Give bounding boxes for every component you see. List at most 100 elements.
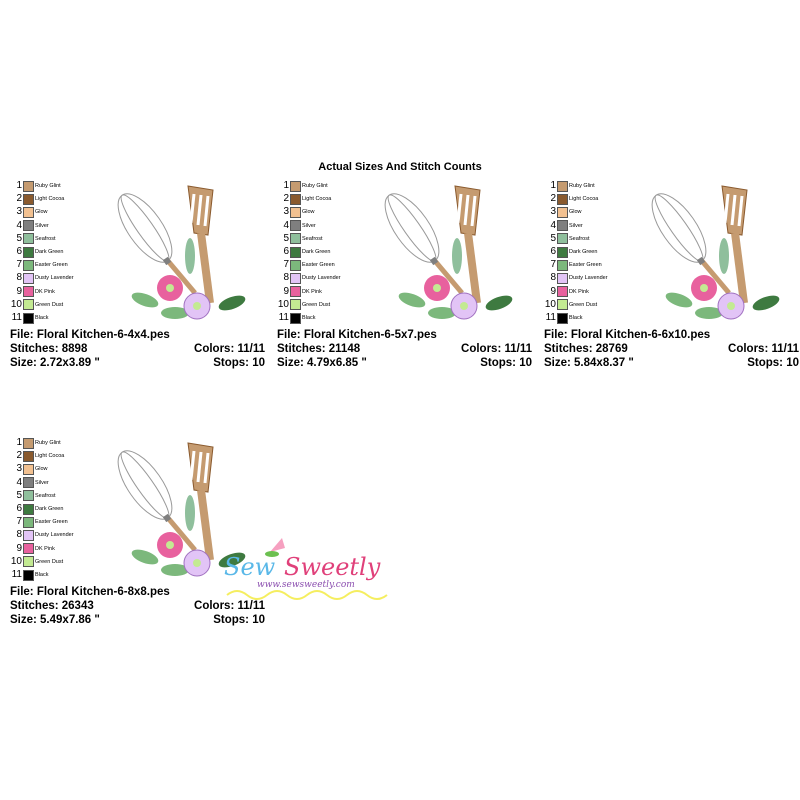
color-name: Black	[302, 315, 316, 321]
color-swatch	[290, 286, 301, 298]
color-swatch	[23, 299, 34, 311]
color-number: 6	[16, 503, 22, 514]
flowers-icon	[665, 238, 780, 320]
color-number: 11	[278, 312, 289, 323]
color-name: Dark Green	[35, 249, 64, 255]
color-swatch	[23, 569, 34, 581]
design-size: Size: 4.79x6.85 "	[277, 357, 367, 369]
color-legend-item: 2 Light Cocoa	[10, 450, 64, 462]
color-swatch	[23, 450, 34, 462]
color-count: Colors: 11/11	[194, 600, 265, 612]
color-name: Ruby Glint	[35, 183, 61, 189]
color-number: 8	[550, 272, 556, 284]
color-swatch	[557, 246, 568, 258]
flowers-icon	[131, 238, 246, 320]
color-number: 11	[11, 312, 22, 323]
design-preview	[384, 185, 513, 320]
design-size: Size: 5.49x7.86 "	[10, 614, 100, 626]
color-swatch	[23, 543, 34, 555]
color-swatch	[557, 206, 568, 218]
file-name: File: Floral Kitchen-6-4x4.pes	[10, 329, 170, 341]
color-swatch	[23, 259, 34, 271]
color-number: 2	[16, 450, 22, 462]
color-name: Green Dust	[569, 301, 598, 308]
color-swatch	[23, 516, 34, 528]
color-number: 3	[16, 206, 22, 218]
color-swatch	[23, 180, 34, 192]
color-name: Light Cocoa	[35, 453, 65, 460]
design-preview	[117, 442, 246, 577]
color-swatch	[23, 220, 34, 232]
sew-sweetly-logo: Sew Sweetly www.sewsweetly.com	[224, 538, 388, 600]
color-name: Dusty Lavender	[35, 275, 74, 282]
design-preview	[651, 185, 780, 320]
color-legend-item: 4 Silver	[10, 220, 49, 232]
color-name: DK Pink	[35, 545, 55, 552]
color-swatch	[290, 272, 301, 284]
stop-count: Stops: 10	[747, 357, 799, 369]
color-swatch	[23, 463, 34, 475]
spatula-icon	[187, 442, 214, 561]
color-name: Dusty Lavender	[569, 275, 608, 282]
color-swatch	[23, 206, 34, 218]
color-swatch	[557, 259, 568, 271]
whisk-icon	[117, 450, 197, 552]
color-name: DK Pink	[35, 288, 55, 295]
color-number: 11	[11, 569, 22, 580]
color-number: 6	[283, 246, 289, 257]
color-name: Light Cocoa	[302, 196, 332, 203]
color-count: Colors: 11/11	[194, 343, 265, 355]
color-number: 10	[277, 298, 289, 310]
design-size: Size: 5.84x8.37 "	[544, 357, 634, 369]
color-swatch	[23, 272, 34, 284]
color-swatch	[557, 312, 568, 324]
color-name: Silver	[35, 222, 49, 229]
spatula-icon	[454, 185, 481, 304]
color-swatch	[23, 233, 34, 245]
color-number: 1	[16, 437, 22, 448]
color-swatch	[290, 193, 301, 205]
color-swatch	[290, 233, 301, 245]
color-number: 2	[283, 193, 289, 205]
color-name: DK Pink	[569, 288, 589, 295]
color-count: Colors: 11/11	[461, 343, 532, 355]
color-swatch	[23, 246, 34, 258]
color-name: Ruby Glint	[302, 183, 328, 189]
color-name: Green Dust	[35, 558, 64, 565]
whisk-icon	[651, 193, 731, 295]
color-number: 4	[16, 219, 22, 231]
stop-count: Stops: 10	[480, 357, 532, 369]
color-swatch	[290, 206, 301, 218]
color-swatch	[290, 246, 301, 258]
color-swatch	[23, 503, 34, 515]
flowers-icon	[131, 495, 246, 577]
color-swatch	[23, 529, 34, 541]
color-swatch	[557, 299, 568, 311]
color-number: 1	[550, 180, 556, 191]
color-swatch	[23, 193, 34, 205]
color-number: 4	[283, 219, 289, 231]
